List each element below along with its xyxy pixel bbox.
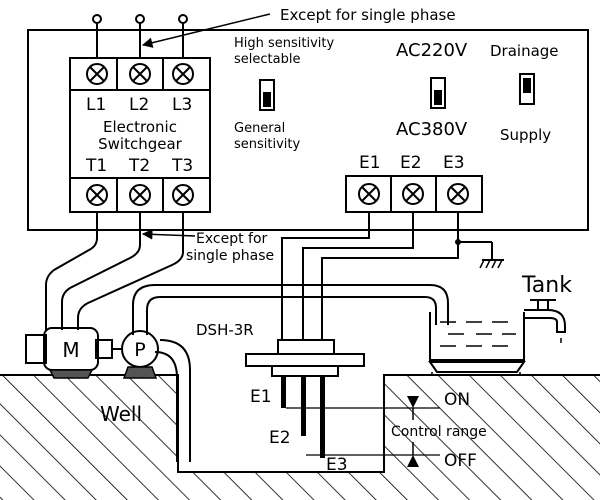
ac220v-label: AC220V: [396, 40, 468, 61]
terminal-e1: E1: [359, 153, 381, 173]
screw-terminal-icon: [402, 183, 424, 205]
high-sensitivity-label-2: selectable: [234, 52, 300, 67]
electrode-wires: [281, 212, 459, 340]
general-sensitivity-label-2: sensitivity: [234, 137, 301, 152]
screw-terminal-icon: [129, 63, 151, 85]
faucet-icon: [524, 299, 566, 343]
terminal-l1: L1: [86, 95, 106, 115]
drainage-label: Drainage: [490, 42, 559, 60]
except-single-phase-bottom-2: single phase: [186, 248, 274, 264]
general-sensitivity-label-1: General: [234, 121, 285, 136]
sensitivity-switch[interactable]: [259, 79, 275, 111]
tank-label: Tank: [521, 273, 572, 298]
switchgear-label-1: Electronic: [103, 118, 177, 136]
on-label: ON: [444, 390, 470, 410]
supply-terminals: [92, 14, 188, 58]
switchgear-label-2: Switchgear: [98, 135, 183, 153]
terminal-t1: T1: [85, 156, 107, 176]
electrode-terminal-block: [345, 175, 483, 213]
motor-wires: [45, 212, 184, 330]
well-label: Well: [100, 402, 142, 426]
pipe: [132, 284, 449, 462]
voltage-switch[interactable]: [430, 77, 446, 109]
terminal-e3: E3: [443, 153, 465, 173]
water-tank: [428, 312, 526, 376]
pump-label: P: [134, 339, 145, 361]
electronic-switchgear: [69, 57, 211, 213]
motor-label: M: [62, 338, 79, 362]
supply-label: Supply: [500, 126, 551, 144]
terminal-t3: T3: [171, 156, 193, 176]
control-range-marker: [286, 396, 440, 467]
screw-terminal-icon: [86, 63, 108, 85]
model-label: DSH-3R: [196, 321, 254, 339]
screw-terminal-icon: [358, 183, 380, 205]
electrode-holder: [245, 339, 365, 377]
electrode-probes: [281, 376, 325, 458]
probe-e2-label: E2: [269, 428, 291, 448]
probe-e3-label: E3: [326, 455, 348, 475]
screw-terminal-icon: [129, 184, 151, 206]
terminal-t2: T2: [128, 156, 150, 176]
screw-terminal-icon: [172, 63, 194, 85]
except-arrow-bottom: [141, 229, 196, 240]
screw-terminal-icon: [86, 184, 108, 206]
terminal-l3: L3: [172, 95, 192, 115]
ground-symbol: [455, 239, 504, 269]
mode-switch[interactable]: [519, 73, 535, 105]
ground-hatch: [0, 374, 600, 500]
screw-terminal-icon: [447, 183, 469, 205]
except-single-phase-bottom-1: Except for: [196, 231, 268, 247]
terminal-l2: L2: [129, 95, 149, 115]
controller-box: [27, 29, 589, 231]
ac380v-label: AC380V: [396, 119, 468, 140]
probe-e1-label: E1: [250, 387, 272, 407]
pump: [112, 330, 159, 379]
off-label: OFF: [444, 451, 477, 471]
except-single-phase-top: Except for single phase: [280, 6, 456, 24]
terminal-e2: E2: [400, 153, 422, 173]
control-range-label: Control range: [391, 424, 487, 440]
high-sensitivity-label-1: High sensitivity: [234, 36, 335, 51]
except-arrow-top: [141, 13, 271, 48]
screw-terminal-icon: [172, 184, 194, 206]
